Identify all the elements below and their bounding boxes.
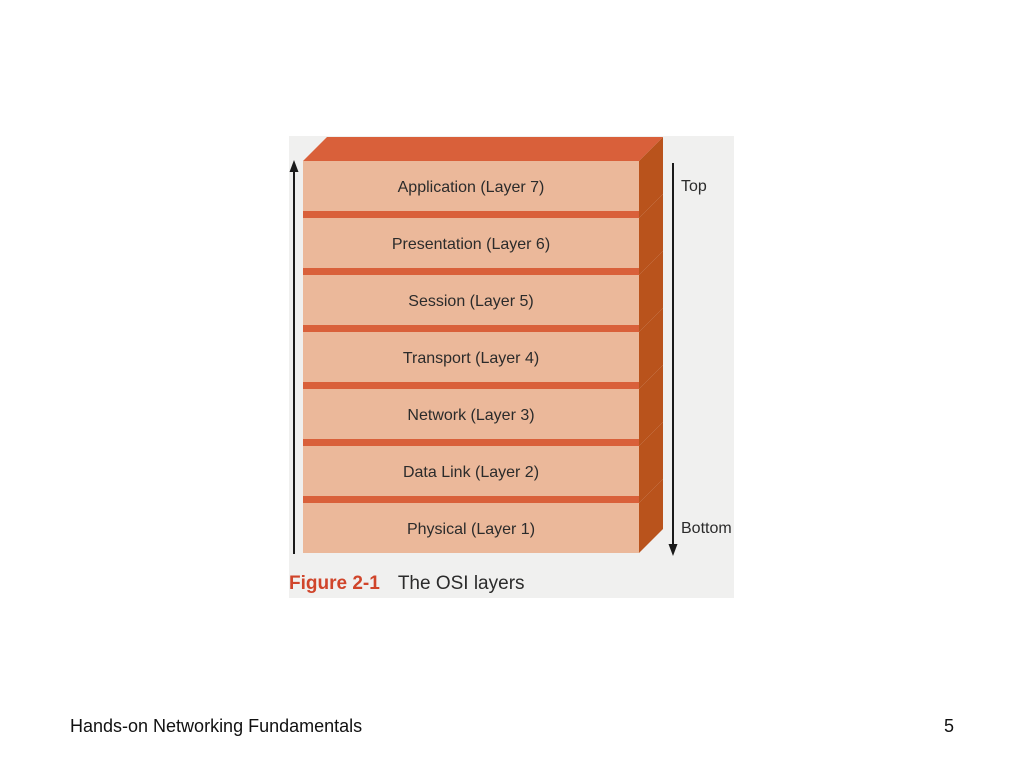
layer-side-face	[639, 365, 663, 446]
layer-block	[303, 503, 639, 553]
layer-block	[303, 275, 639, 325]
layer-label: Presentation (Layer 6)	[392, 236, 550, 253]
layer-separator	[303, 268, 639, 275]
layer-label: Network (Layer 3)	[407, 407, 534, 424]
layer-separator	[303, 496, 639, 503]
layer-block	[303, 446, 639, 496]
downward-arrow-icon	[668, 544, 678, 556]
figure-title: The OSI layers	[397, 573, 525, 594]
top-label: Top	[681, 178, 707, 195]
layer-block	[303, 389, 639, 439]
layer-label: Physical (Layer 1)	[407, 521, 535, 538]
bottom-label: Bottom	[681, 520, 732, 537]
layer-separator	[303, 439, 639, 446]
layer-label: Data Link (Layer 2)	[403, 464, 539, 481]
layer-block	[303, 161, 639, 211]
layer-side-face	[639, 422, 663, 503]
layer-block	[303, 332, 639, 382]
upward-arrow-icon	[289, 160, 299, 172]
layer-separator	[303, 325, 639, 332]
layer-label: Transport (Layer 4)	[403, 350, 539, 367]
layer-side-face	[639, 251, 663, 332]
figure-caption: Figure 2-1 The OSI layers	[289, 572, 525, 596]
layer-separator	[303, 211, 639, 218]
layer-side-face	[639, 308, 663, 389]
stack-bottom-trim	[639, 529, 663, 570]
layer-label: Application (Layer 7)	[398, 179, 545, 196]
layer-side-face	[639, 137, 663, 218]
osi-figure: Application (Layer 7) Presentation (Layer…	[289, 136, 734, 598]
page-number: 5	[943, 716, 954, 736]
stack-top-face	[303, 137, 663, 161]
figure-number: Figure 2-1	[289, 573, 380, 594]
layer-separator	[303, 382, 639, 389]
layer-label: Session (Layer 5)	[408, 293, 533, 310]
layer-side-face	[639, 194, 663, 275]
layer-block	[303, 218, 639, 268]
footer-title: Hands-on Networking Fundamentals	[70, 716, 363, 736]
osi-layer-stack: Application (Layer 7) Presentation (Layer…	[289, 137, 732, 570]
